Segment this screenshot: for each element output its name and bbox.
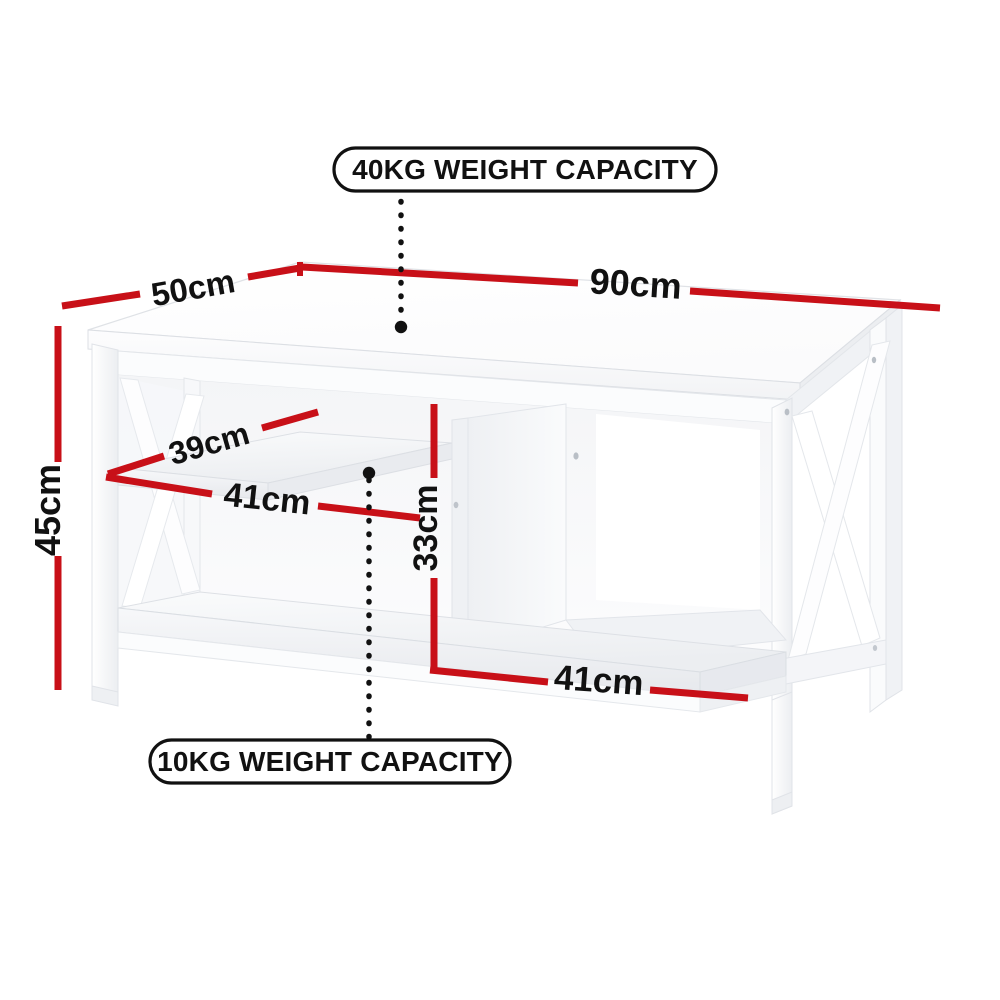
divider-face [451, 417, 469, 651]
callout-target-dot [394, 320, 408, 334]
screw-hole-icon [871, 356, 877, 364]
open-compartment [565, 414, 788, 661]
callout-box[interactable] [332, 146, 718, 193]
bottom-shelf-skirt-right [699, 675, 787, 713]
open-compartment-void [596, 414, 760, 610]
dim-label-41cm-shelf: 41cm [222, 476, 312, 523]
dim-label-45cm: 45cm [27, 464, 68, 556]
right-back-post [885, 303, 903, 701]
callout-box[interactable] [148, 738, 512, 785]
screw-hole-icon [453, 501, 459, 509]
bottom-shelf [117, 591, 787, 713]
dim-line-50cm [61, 264, 301, 310]
screw-hole-icon [573, 452, 579, 460]
vertical-divider-panel [451, 403, 579, 651]
right-front-foot [771, 791, 793, 815]
dim-line-41cm-opening [429, 666, 749, 702]
dim-label-90cm: 90cm [589, 260, 683, 307]
dim-line-90cm [301, 263, 941, 312]
left-front-post [91, 343, 119, 701]
dim-label-41cm-opening: 41cm [553, 658, 645, 703]
right-x-brace-b [787, 340, 891, 661]
left-front-foot [91, 685, 119, 707]
callout-40kg-weight-capacity[interactable]: 40KG WEIGHT CAPACITY [332, 146, 718, 334]
middle-shelf [117, 431, 453, 501]
dim-line-39cm [106, 408, 319, 478]
callout-label-10kg: 10KG WEIGHT CAPACITY [157, 746, 503, 777]
dim-label-33cm: 33cm [407, 485, 445, 572]
screw-hole-icon [784, 408, 790, 416]
callout-label-40kg: 40KG WEIGHT CAPACITY [352, 154, 698, 185]
callout-10kg-weight-capacity[interactable]: 10KG WEIGHT CAPACITY [148, 466, 512, 785]
inner-left-wall [104, 374, 190, 612]
dimension-annotations [54, 262, 941, 702]
divider-side [467, 403, 567, 651]
coffee-table-illustration [87, 261, 903, 815]
right-back-post-face [869, 317, 887, 713]
screw-hole-icon [872, 645, 878, 651]
callout-target-dot [362, 466, 376, 480]
dim-line-41cm-shelf [105, 473, 421, 522]
